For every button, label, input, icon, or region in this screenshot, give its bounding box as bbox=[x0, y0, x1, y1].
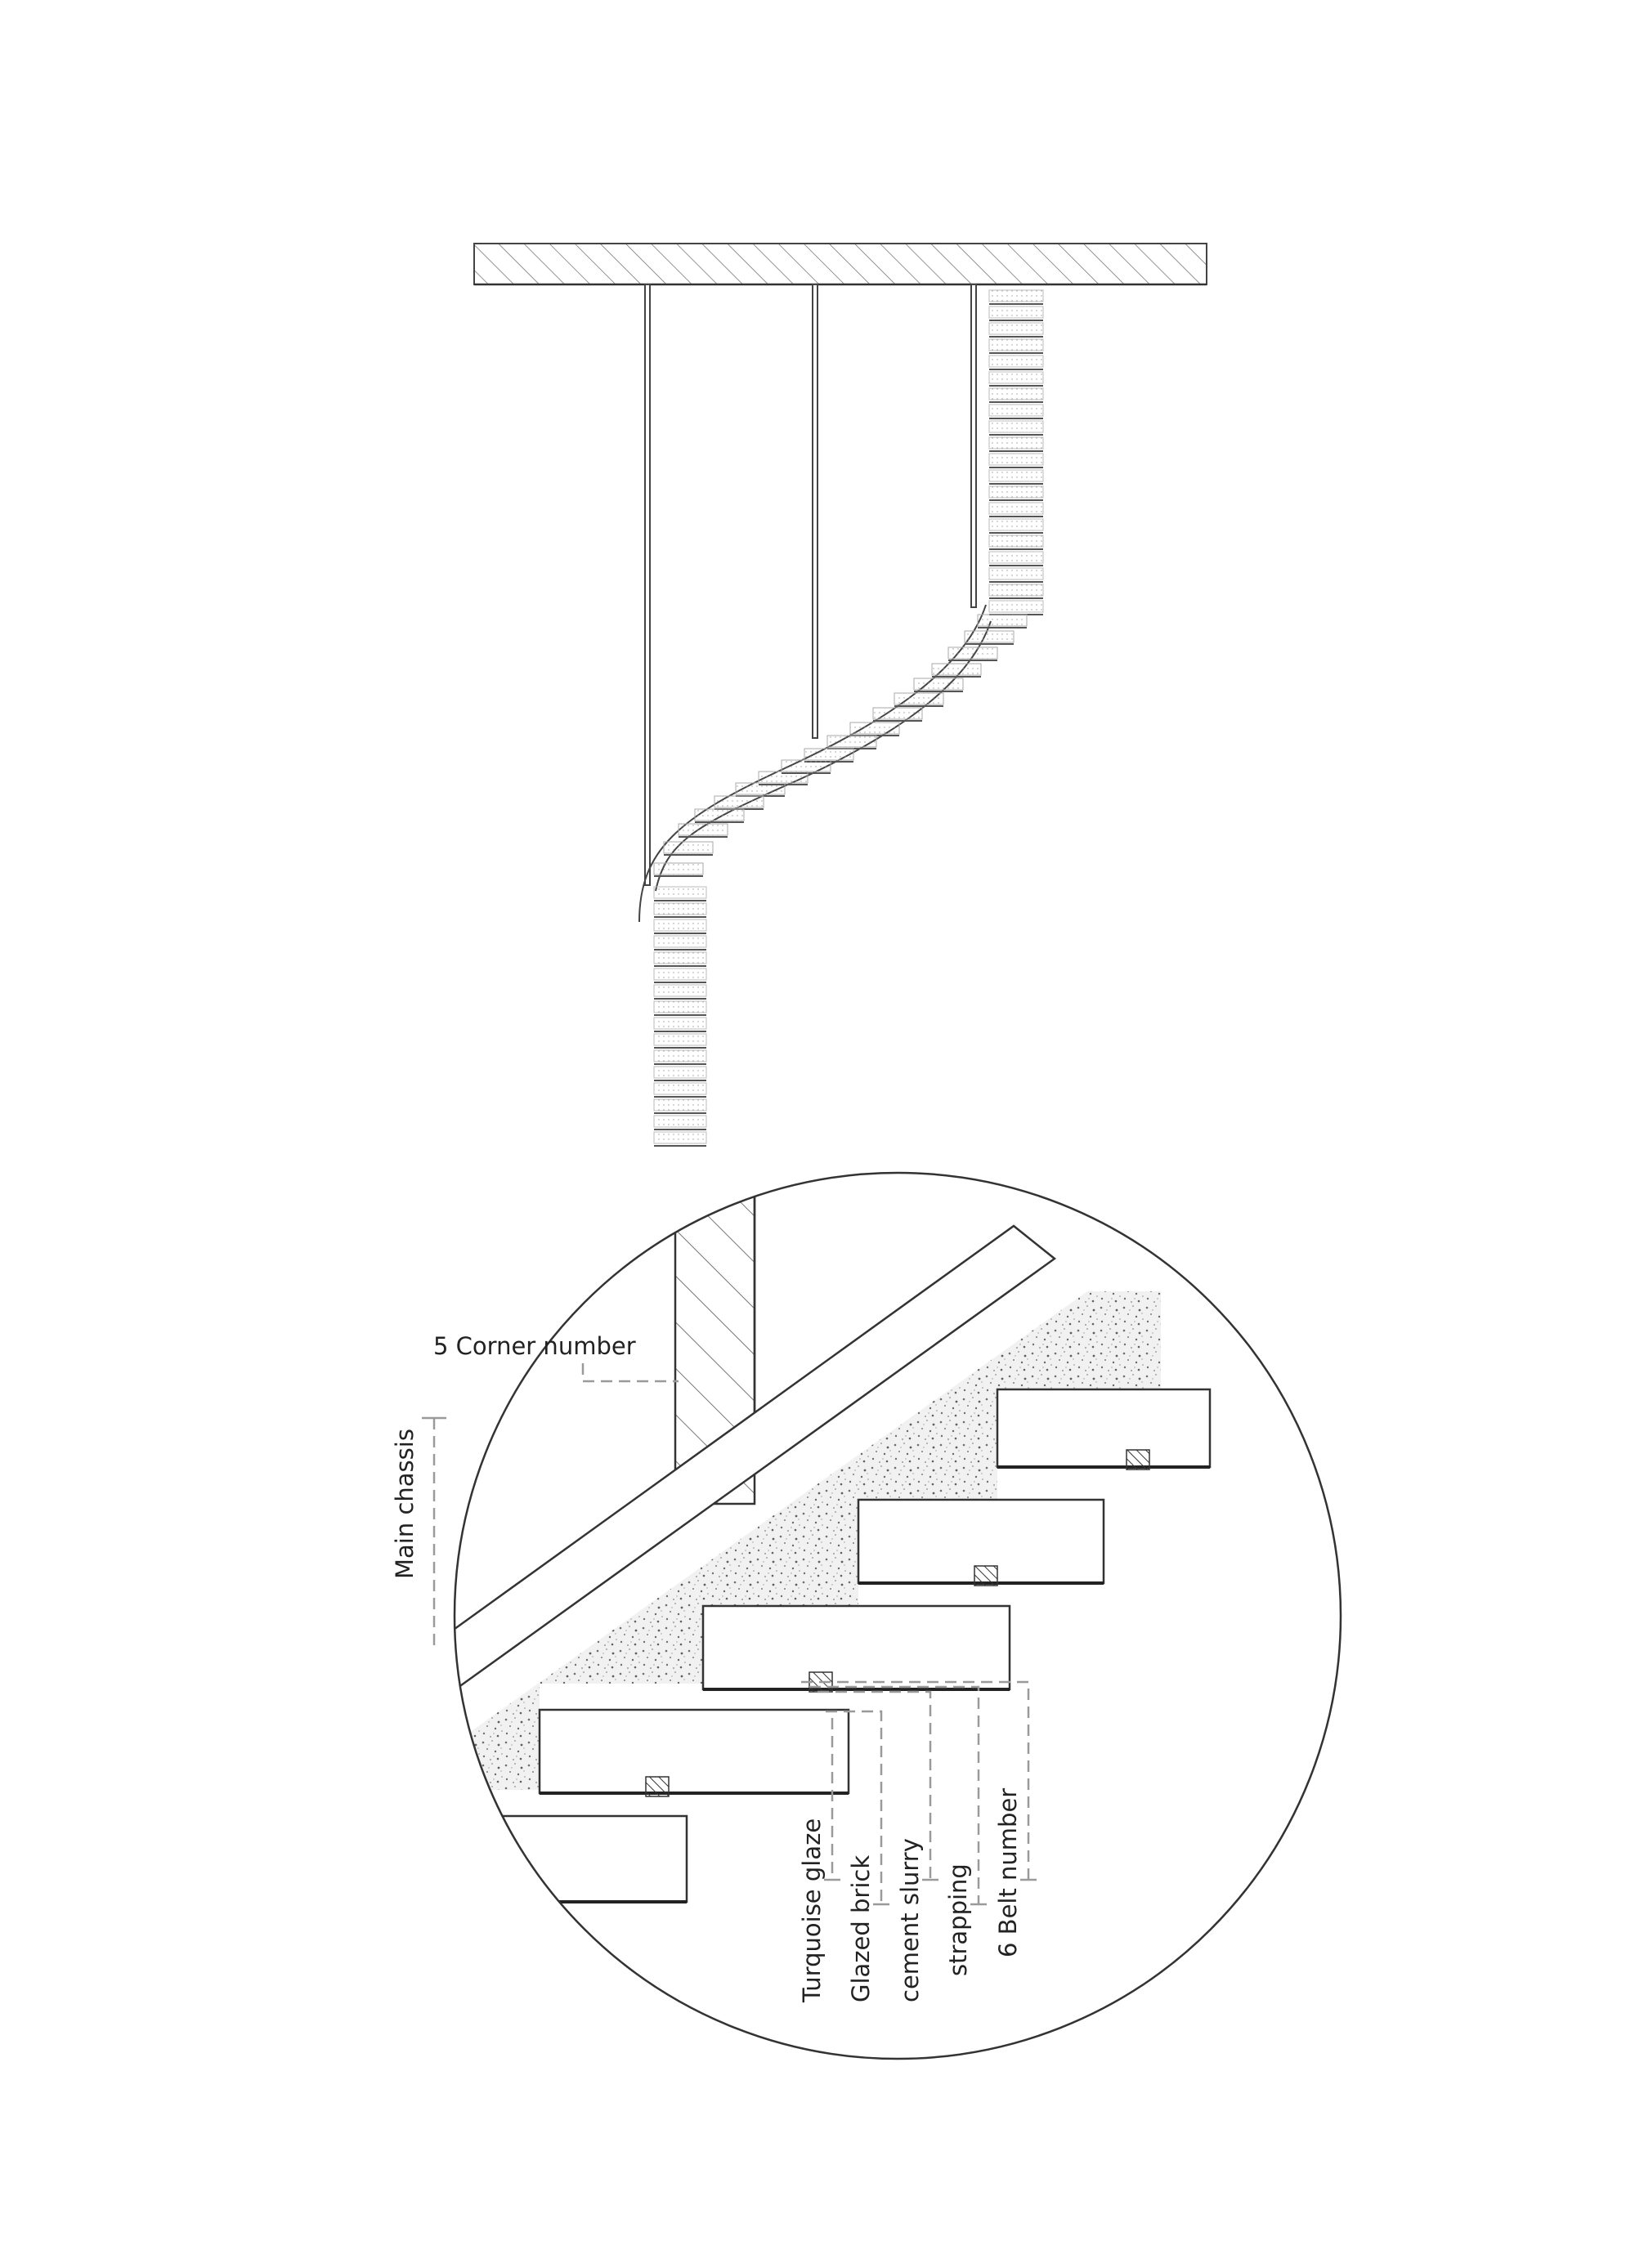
main-chassis-band bbox=[455, 1224, 1057, 1784]
upper-tread bbox=[988, 289, 1044, 302]
lower-tread bbox=[653, 1098, 707, 1112]
tread-block bbox=[701, 1604, 1011, 1691]
upper-tread bbox=[988, 453, 1044, 466]
winding-tread bbox=[826, 735, 877, 748]
lower-tread bbox=[653, 968, 707, 981]
upper-tread bbox=[988, 322, 1044, 335]
lower-tread bbox=[653, 1066, 707, 1079]
upper-tread bbox=[988, 387, 1044, 400]
hanger-post-right bbox=[970, 284, 977, 608]
leader-belt-number bbox=[801, 1680, 1030, 1880]
upper-tread bbox=[988, 584, 1044, 597]
winding-tread bbox=[678, 823, 728, 836]
lower-tread bbox=[653, 935, 707, 948]
lower-tread bbox=[653, 919, 707, 932]
upper-tread bbox=[988, 551, 1044, 564]
leader-cement-slurry bbox=[818, 1690, 932, 1880]
tread-block bbox=[455, 1814, 688, 1903]
upper-tread bbox=[988, 485, 1044, 499]
hanger-post-left bbox=[644, 284, 651, 886]
winding-tread bbox=[758, 771, 809, 784]
upper-tread-stack bbox=[988, 289, 1044, 615]
upper-tread bbox=[988, 306, 1044, 319]
lower-tread bbox=[653, 1033, 707, 1046]
label-belt-number: 6 Belt number bbox=[994, 1788, 1022, 1957]
lower-tread bbox=[653, 1049, 707, 1062]
winding-tread bbox=[894, 692, 944, 705]
upper-tread bbox=[988, 502, 1044, 515]
tread-pad bbox=[645, 1776, 670, 1797]
ceiling-slab bbox=[473, 243, 1207, 285]
winding-tread bbox=[804, 748, 854, 761]
tread-pad bbox=[1126, 1449, 1150, 1470]
lower-tread bbox=[653, 951, 707, 964]
detail-tread-set bbox=[455, 1388, 1212, 2049]
label-cement-slurry: cement slurry bbox=[896, 1838, 924, 2002]
lower-tread bbox=[653, 1115, 707, 1128]
winding-tread bbox=[931, 663, 982, 676]
upper-tread bbox=[988, 404, 1044, 417]
upper-tread bbox=[988, 518, 1044, 531]
leader-corner-number bbox=[581, 1363, 679, 1383]
lower-tread bbox=[653, 1082, 707, 1095]
winding-tread bbox=[977, 614, 1028, 627]
lower-tread bbox=[653, 1000, 707, 1013]
lower-tread bbox=[653, 1017, 707, 1030]
tread-block bbox=[538, 1708, 850, 1795]
label-corner-number: 5 Corner number bbox=[433, 1332, 636, 1360]
winding-tread bbox=[735, 782, 786, 795]
upper-tread bbox=[988, 355, 1044, 368]
label-main-chassis: Main chassis bbox=[391, 1429, 419, 1579]
winding-tread bbox=[947, 646, 998, 660]
winding-tread bbox=[964, 630, 1015, 643]
upper-tread bbox=[988, 535, 1044, 548]
winding-tread bbox=[653, 862, 704, 875]
label-strapping: strapping bbox=[944, 1863, 972, 1976]
upper-tread bbox=[988, 338, 1044, 351]
winding-treads bbox=[653, 614, 1028, 877]
upper-tread bbox=[988, 469, 1044, 482]
winding-tread bbox=[663, 841, 714, 854]
enlarged-detail-view: 5 Corner number Main chassis Turquoise g… bbox=[391, 1171, 1342, 2060]
tread-block bbox=[455, 1923, 508, 2049]
winding-tread bbox=[781, 759, 831, 772]
stair-elevation-view bbox=[473, 243, 1207, 1147]
upper-tread bbox=[988, 436, 1044, 450]
label-turquoise-glaze: Turquoise glaze bbox=[798, 1818, 826, 2003]
upper-tread bbox=[988, 420, 1044, 433]
leader-ticks bbox=[824, 1878, 1037, 1906]
tread-block bbox=[996, 1388, 1212, 1469]
lower-tread bbox=[653, 984, 707, 997]
winding-tread bbox=[694, 808, 745, 821]
leader-lines bbox=[422, 1363, 1030, 1904]
leader-strapping bbox=[809, 1685, 980, 1904]
lower-tread bbox=[653, 1131, 707, 1144]
winding-tread bbox=[849, 722, 900, 735]
upper-tread bbox=[988, 567, 1044, 580]
winding-tread bbox=[714, 795, 764, 808]
tread-pad bbox=[974, 1565, 998, 1586]
hanger-post-center bbox=[812, 284, 818, 739]
winding-tread bbox=[913, 678, 964, 691]
upper-tread bbox=[988, 371, 1044, 384]
lower-tread bbox=[653, 902, 707, 915]
label-glazed-brick: Glazed brick bbox=[847, 1855, 875, 2002]
detail-circle-outline bbox=[453, 1171, 1342, 2060]
lower-tread bbox=[653, 886, 707, 899]
upper-tread bbox=[988, 600, 1044, 613]
leader-glazed-brick bbox=[826, 1710, 883, 1904]
winding-tread bbox=[872, 707, 923, 720]
cement-slurry-fill bbox=[455, 1291, 1161, 1904]
lower-tread-stack bbox=[653, 886, 707, 1147]
tread-pad bbox=[480, 1882, 504, 1903]
